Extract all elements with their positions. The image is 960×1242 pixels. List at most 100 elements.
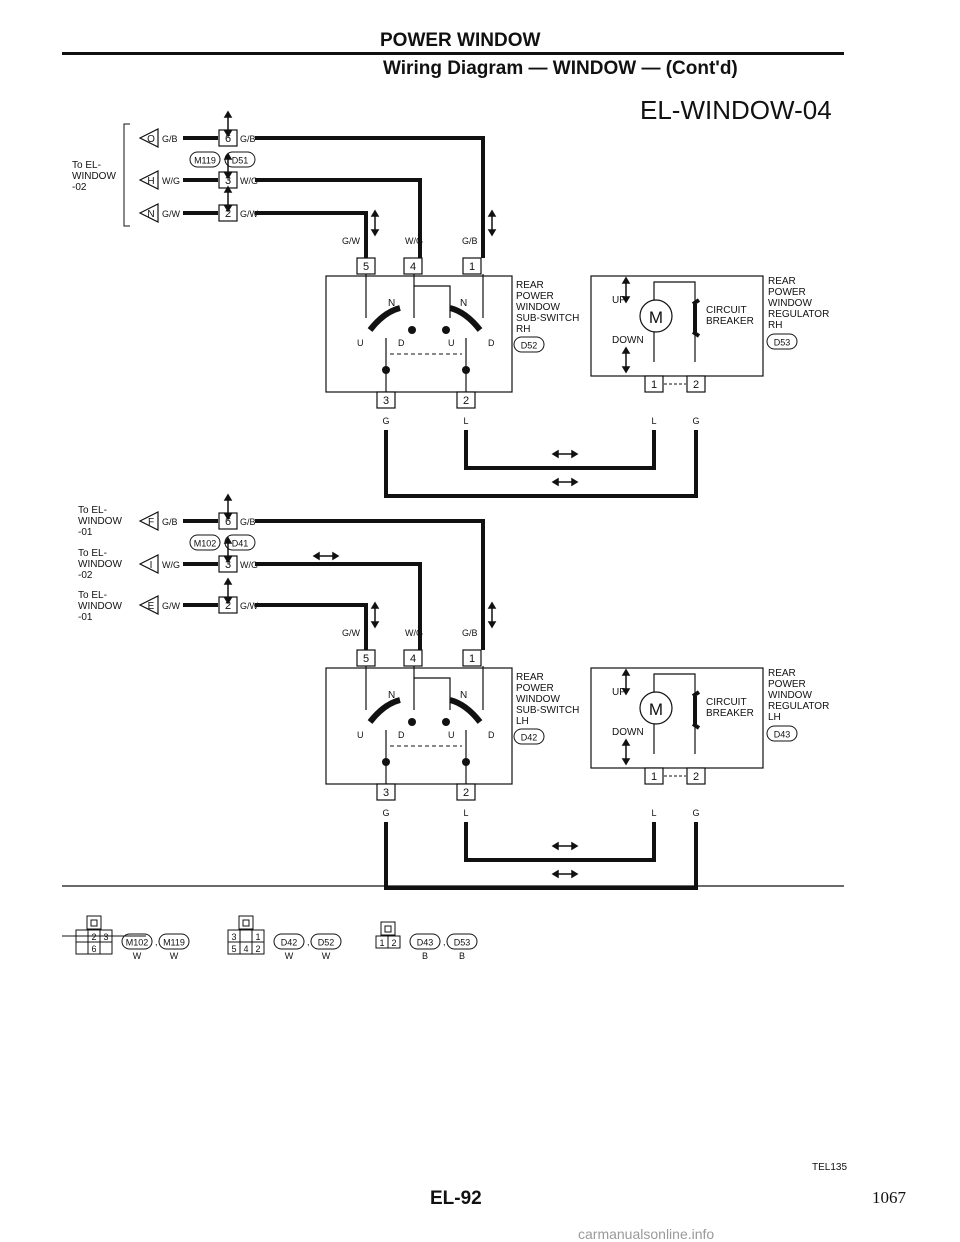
page-number: 1067 [872, 1188, 906, 1207]
connector-cavity [239, 929, 253, 943]
connector-cavity [99, 941, 113, 955]
connector-arrow-F-shape [138, 511, 159, 531]
connector-pin: 2 [225, 600, 231, 612]
connector-cavity [387, 935, 401, 949]
to-window-label: To EL-WINDOW-02 [72, 160, 116, 193]
breaker-symbol [691, 298, 701, 338]
harness-wire-gw [255, 211, 368, 258]
wire-signal-arrow [487, 601, 497, 629]
switch-out-pin: 3 [383, 395, 389, 407]
connector-view-id: D43 [417, 938, 434, 948]
switch-pin-box [462, 649, 482, 667]
pin-signal-arrow [223, 185, 233, 213]
switch-connector-id: D42 [521, 733, 538, 743]
switch-contact-dot [408, 326, 416, 334]
connector-cavity-number: 1 [379, 938, 384, 948]
watermark: carmanualsonline.info [578, 1226, 715, 1242]
connector-view-id-outline [121, 933, 153, 950]
switch-position-U: U [357, 338, 364, 348]
wire-color-right: G/B [240, 134, 256, 144]
switch-pin-box [403, 257, 423, 275]
connector-cavity-number: 6 [91, 944, 96, 954]
regulator-pin: 2 [693, 771, 699, 783]
connector-id: M119 [194, 156, 216, 166]
regulator-pin-box [686, 767, 706, 785]
separator: , [307, 937, 310, 947]
connector-arrow-H: H [147, 176, 154, 187]
switch-connector-id-outline [513, 728, 545, 745]
switch-pin: 5 [363, 653, 369, 665]
connector-latch-inner [242, 919, 250, 927]
wire-color-right: W/G [240, 176, 258, 186]
connector-view-color: W [170, 951, 179, 961]
switch-position-U: U [448, 338, 455, 348]
connector-arrow-E: E [148, 601, 155, 612]
wire-color-right: W/G [240, 560, 258, 570]
wire-signal-arrow [370, 209, 380, 237]
motor-symbol-label: M [649, 308, 663, 327]
out-wire-color: L [463, 808, 468, 818]
separator: , [443, 937, 446, 947]
breaker-symbol [691, 690, 701, 730]
regulator-pin-box [644, 767, 664, 785]
connector-cavity-number: 1 [255, 932, 260, 942]
connector-id-outline [189, 151, 221, 168]
lead-bracket [123, 123, 130, 227]
connector-view-id-outline [158, 933, 190, 950]
regulator-pin: 1 [651, 771, 657, 783]
connector-view-color: W [322, 951, 331, 961]
switch-pin: 5 [363, 261, 369, 273]
switch-position-U: U [357, 730, 364, 740]
regulator-wire-color: G [692, 808, 699, 818]
regulator-connector-id-outline [766, 333, 798, 350]
wire-color-left: W/G [162, 176, 180, 186]
connector-arrow-N: N [147, 209, 154, 220]
switch-connector-id: D52 [521, 341, 538, 351]
connector-id-outline [189, 534, 221, 551]
regulator-connector-id: D53 [774, 338, 791, 348]
connector-view-id: M119 [163, 938, 185, 948]
regulator-connector-id-outline [766, 725, 798, 742]
switch-pin: 4 [410, 653, 416, 665]
switch-internal [413, 666, 451, 710]
regulator-pin-box [644, 375, 664, 393]
connector-view-color: B [422, 951, 428, 961]
connector-id-outline [224, 534, 256, 551]
connector-view-id: D53 [454, 938, 471, 948]
motor-symbol-label: M [649, 700, 663, 719]
regulator-pin-box [686, 375, 706, 393]
switch-position-N: N [388, 690, 395, 701]
connector-view-color: W [133, 951, 142, 961]
switch-position-U: U [448, 730, 455, 740]
junction-dot [462, 366, 470, 374]
switch-position-D: D [488, 338, 495, 348]
connector-cavity-number: 3 [103, 932, 108, 942]
switch-position-N: N [460, 298, 467, 309]
pin-signal-arrow [223, 577, 233, 605]
pin-signal-arrow [223, 493, 233, 521]
motor-up-label: UP [612, 295, 626, 306]
switch-out-pin-box [376, 783, 396, 801]
connector-cavity-number: 5 [231, 944, 236, 954]
connector-arrow-E-shape [138, 595, 159, 615]
regulator-body [590, 667, 764, 769]
switch-contact-dot [442, 718, 450, 726]
switch-pin: 4 [410, 261, 416, 273]
regulator-pin: 2 [693, 379, 699, 391]
connector-latch [380, 921, 396, 936]
connector-cavity-number: 2 [391, 938, 396, 948]
connector-cavity-number: 3 [231, 932, 236, 942]
junction-dot [462, 758, 470, 766]
connector-pin: 2 [225, 208, 231, 220]
page-label: EL-92 [430, 1188, 482, 1209]
pin-signal-arrow [223, 536, 233, 564]
connector-arrow-N-shape [138, 203, 159, 223]
motor-arrow [621, 668, 631, 696]
page-title: POWER WINDOW [380, 30, 541, 51]
connector-id: D41 [232, 539, 249, 549]
connector-view-id-outline [273, 933, 305, 950]
wire-color-right: G/W [240, 209, 259, 219]
switch-wire-color: G/B [462, 236, 478, 246]
